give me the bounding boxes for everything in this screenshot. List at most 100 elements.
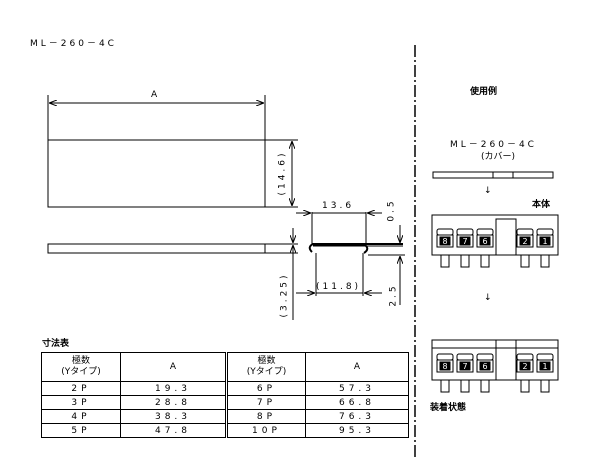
cell: 10P <box>225 423 306 438</box>
center-gap <box>495 218 517 256</box>
dim-thickness-label: 0.5 <box>386 198 397 222</box>
block-outline <box>431 214 559 256</box>
terminal-cell <box>456 234 474 248</box>
terminal-number: 2 <box>522 237 527 246</box>
terminal-pin <box>480 254 490 268</box>
terminal-screw <box>516 353 534 361</box>
terminal-cell <box>536 234 554 248</box>
terminal-number-plate <box>539 361 551 371</box>
arrow-down-icon: ↓ <box>484 293 495 303</box>
header-poles: 極数 (Yタイプ) <box>225 352 306 382</box>
terminal-cell <box>516 234 534 248</box>
cell: 66.8 <box>305 395 409 410</box>
terminal-cell <box>456 359 474 373</box>
cell: 7P <box>225 395 306 410</box>
terminal-number: 8 <box>442 237 447 246</box>
terminal-mounted: 8 7 6 2 1 <box>431 339 559 393</box>
terminal-cell <box>536 359 554 373</box>
cell: 2P <box>41 381 121 396</box>
terminal-screw <box>476 228 494 236</box>
cell: 95.3 <box>305 423 409 438</box>
terminal-cell <box>476 234 494 248</box>
cover-label: (カバー) <box>481 152 516 162</box>
terminal-number: 7 <box>462 362 467 371</box>
terminal-pin <box>440 254 450 268</box>
terminal-number: 8 <box>442 362 447 371</box>
cell: 38.3 <box>120 409 227 424</box>
terminal-screw <box>536 228 554 236</box>
terminal-number-plate <box>439 361 451 371</box>
terminal-number-plate <box>519 236 531 246</box>
cell: 57.3 <box>305 381 409 396</box>
top-view <box>47 95 298 208</box>
terminal-screw <box>456 228 474 236</box>
header-a: A <box>305 352 409 382</box>
terminal-number-plate <box>539 236 551 246</box>
terminal-screw <box>476 353 494 361</box>
center-gap <box>495 339 517 381</box>
terminal-number: 1 <box>542 237 547 246</box>
terminal-screw <box>436 353 454 361</box>
drawing-title: ML－260－4C <box>30 39 117 49</box>
dim-hook-label: 2.5 <box>388 283 399 307</box>
terminal-pin <box>440 379 450 393</box>
cell: 8P <box>225 409 306 424</box>
table-header-row: 極数 (Yタイプ) A 極数 (Yタイプ) A <box>41 352 409 382</box>
body-label: 本体 <box>532 200 551 210</box>
terminal-screw <box>436 228 454 236</box>
side-view <box>47 228 298 320</box>
header-poles: 極数 (Yタイプ) <box>41 352 121 382</box>
cell: 6P <box>225 381 306 396</box>
table-title: 寸法表 <box>42 339 70 349</box>
mounted-label: 装着状態 <box>430 403 467 413</box>
terminal-number: 1 <box>542 362 547 371</box>
terminal-pin <box>520 379 530 393</box>
terminal-cell <box>516 359 534 373</box>
terminal-pin <box>460 379 470 393</box>
header-a: A <box>120 352 227 382</box>
terminal-number-plate <box>519 361 531 371</box>
dim-outer-width-label: 13.6 <box>322 201 355 211</box>
terminal-screw <box>536 353 554 361</box>
terminal-cell <box>436 234 454 248</box>
terminal-number-plate <box>479 361 491 371</box>
dim-height-label: (14.6) <box>277 150 288 196</box>
terminal-pin <box>540 379 550 393</box>
terminal-pin <box>480 379 490 393</box>
cell: 47.8 <box>120 423 227 438</box>
usage-heading: 使用例 <box>470 87 498 97</box>
terminal-number: 6 <box>482 237 487 246</box>
terminal-pin <box>460 254 470 268</box>
cell: 5P <box>41 423 121 438</box>
dim-overall-height-label: (3.25) <box>279 272 290 318</box>
cross-section <box>296 212 405 305</box>
cover-model: ML－260－4C <box>450 140 537 150</box>
terminal-number: 7 <box>462 237 467 246</box>
terminal-cell <box>436 359 454 373</box>
terminal-number: 6 <box>482 362 487 371</box>
terminal-number-plate <box>459 236 471 246</box>
dim-inner-width-label: (11.8) <box>316 282 362 292</box>
arrow-down-icon: ↓ <box>484 186 495 196</box>
terminal-pin <box>540 254 550 268</box>
cell: 19.3 <box>120 381 227 396</box>
terminal-number: 2 <box>522 362 527 371</box>
terminal-body: 8 7 6 2 1 <box>431 214 559 268</box>
terminal-screw <box>456 353 474 361</box>
cover-part <box>432 171 554 179</box>
cell: 3P <box>41 395 121 410</box>
dim-a-label: A <box>151 90 161 100</box>
cell: 28.8 <box>120 395 227 410</box>
terminal-screw <box>516 228 534 236</box>
cell: 76.3 <box>305 409 409 424</box>
block-outline <box>431 339 559 381</box>
terminal-cell <box>476 359 494 373</box>
terminal-number-plate <box>459 361 471 371</box>
terminal-number-plate <box>479 236 491 246</box>
